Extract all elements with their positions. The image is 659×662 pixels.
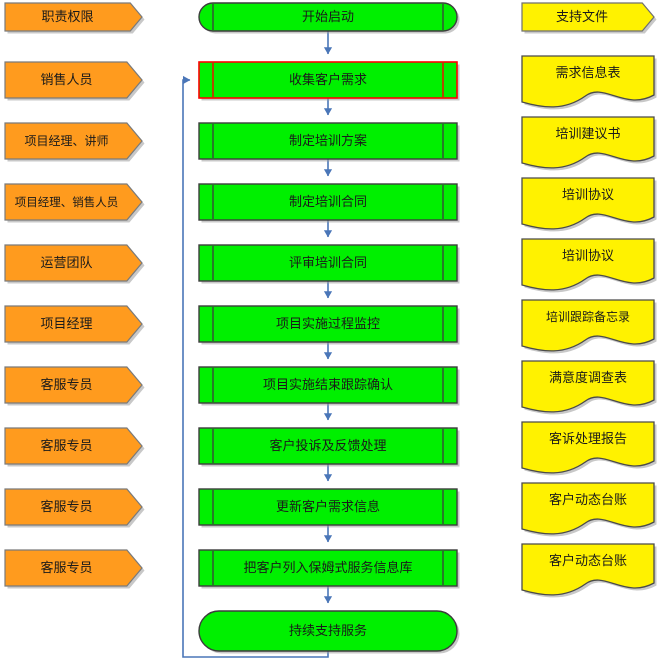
responsibility-label: 销售人员 — [40, 72, 92, 88]
process-node-active[interactable] — [198, 61, 460, 101]
node-end[interactable] — [198, 610, 460, 654]
header-responsibility-label: 职责权限 — [41, 9, 93, 25]
document-node-label: 培训建议书 — [555, 126, 620, 142]
node-start-label: 开始启动 — [302, 10, 354, 25]
document-node[interactable] — [521, 299, 655, 352]
responsibility-label: 客服专员 — [40, 499, 92, 515]
process-node-label: 收集客户需求 — [289, 72, 367, 88]
process-node[interactable] — [198, 549, 460, 589]
connector-layer — [182, 31, 333, 658]
node-start[interactable] — [198, 2, 460, 34]
responsibility-banner — [4, 122, 143, 160]
responsibility-banner — [4, 183, 143, 221]
responsibility-banner — [4, 427, 143, 465]
process-node-label: 把客户列入保姆式服务信息库 — [243, 560, 412, 576]
document-node[interactable] — [521, 421, 655, 474]
process-node-label: 评审培训合同 — [289, 255, 367, 271]
document-node[interactable] — [521, 543, 655, 596]
document-node-label: 需求信息表 — [555, 65, 620, 81]
responsibility-banner — [4, 488, 143, 526]
process-node-label: 更新客户需求信息 — [276, 499, 380, 515]
document-node[interactable] — [521, 360, 655, 413]
header-responsibility — [4, 2, 143, 32]
responsibility-banner — [4, 244, 143, 282]
connector-feedback-loop — [182, 75, 329, 658]
document-node[interactable] — [521, 55, 655, 108]
process-node-label: 制定培训合同 — [289, 194, 367, 210]
responsibility-label: 项目经理、销售人员 — [15, 195, 119, 209]
process-node-label: 项目实施过程监控 — [276, 317, 380, 332]
document-node[interactable] — [521, 238, 655, 291]
process-node[interactable] — [198, 427, 460, 467]
responsibility-banner — [4, 305, 143, 343]
document-node-label: 培训跟踪备忘录 — [546, 309, 630, 324]
responsibility-label: 客服专员 — [40, 377, 92, 393]
document-node[interactable] — [521, 482, 655, 535]
document-node-label: 客户动态台账 — [549, 492, 627, 508]
process-node-label: 制定培训方案 — [289, 133, 367, 149]
responsibility-label: 客服专员 — [40, 560, 92, 576]
responsibility-label: 项目经理、讲师 — [24, 133, 108, 148]
responsibility-banner — [4, 549, 143, 587]
responsibility-banner — [4, 366, 143, 404]
header-documents — [521, 2, 655, 32]
process-node[interactable] — [198, 122, 460, 162]
document-node-label: 客诉处理报告 — [549, 431, 627, 447]
responsibility-banner — [4, 61, 143, 99]
responsibility-label: 项目经理 — [40, 317, 92, 332]
responsibility-label: 运营团队 — [40, 256, 92, 271]
process-node[interactable] — [198, 366, 460, 406]
document-node-label: 培训协议 — [562, 248, 614, 264]
responsibility-label: 客服专员 — [40, 438, 92, 454]
process-node-label: 客户投诉及反馈处理 — [269, 438, 386, 454]
process-node[interactable] — [198, 244, 460, 284]
document-node-label: 培训协议 — [562, 187, 614, 203]
header-documents-label: 支持文件 — [556, 10, 608, 25]
process-node-label: 项目实施结束跟踪确认 — [263, 378, 393, 393]
process-node[interactable] — [198, 305, 460, 345]
document-node[interactable] — [521, 177, 655, 230]
process-node[interactable] — [198, 183, 460, 223]
document-node[interactable] — [521, 116, 655, 169]
document-node-label: 客户动态台账 — [549, 553, 627, 569]
node-end-label: 持续支持服务 — [289, 623, 367, 639]
document-node-label: 满意度调查表 — [549, 370, 627, 386]
process-node[interactable] — [198, 488, 460, 528]
